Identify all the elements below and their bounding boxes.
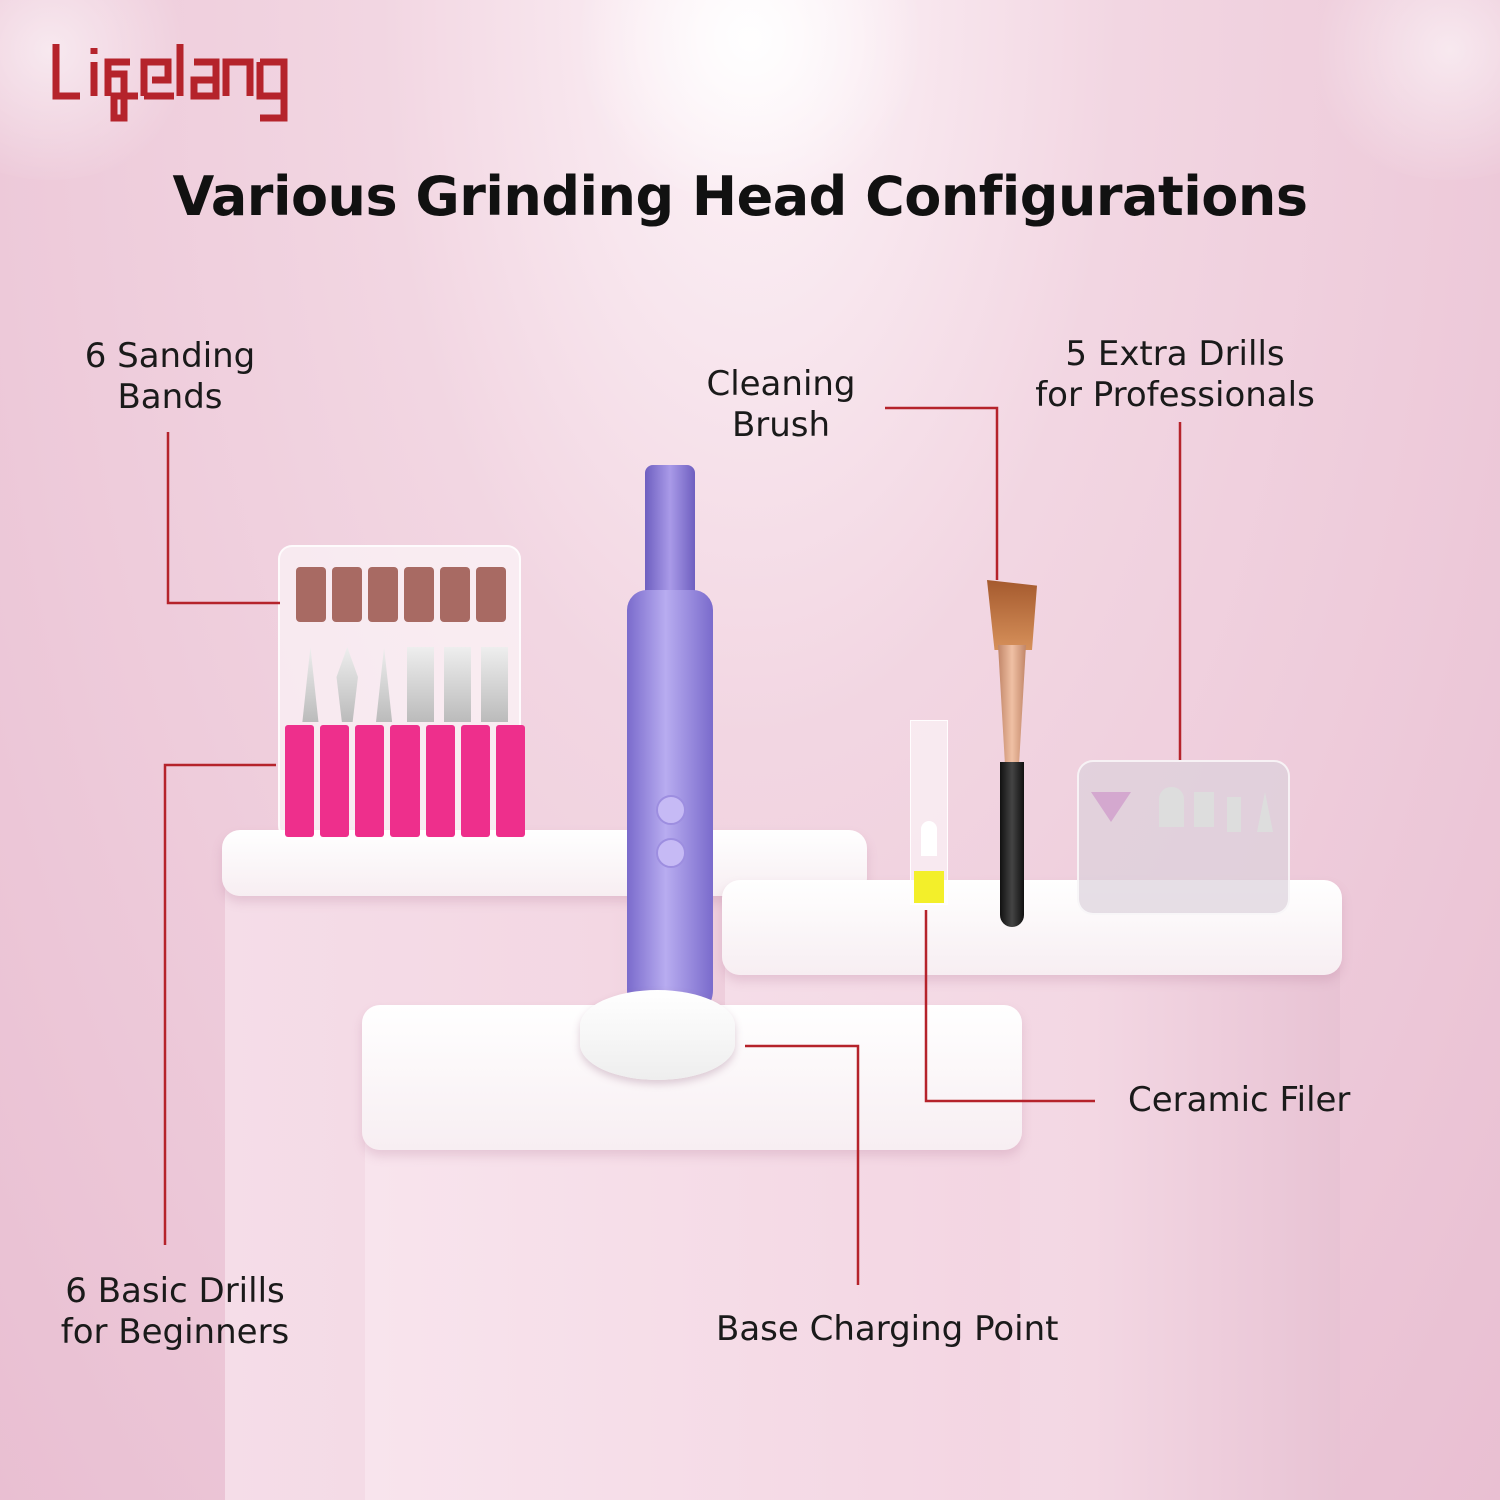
label-line: 6 Sanding — [84, 336, 256, 376]
page-title: Various Grinding Head Configurations — [172, 165, 1308, 228]
drill-pen-tip — [645, 465, 695, 595]
label-line: Cleaning — [706, 364, 856, 404]
ceramic-filer-yellow — [914, 871, 944, 903]
drill-bit — [1227, 797, 1241, 832]
charging-base — [580, 990, 735, 1080]
label-basic-drills: 6 Basic Drills for Beginners — [30, 1271, 320, 1353]
leader-line-ceramic-filer — [924, 910, 1095, 1103]
basic-drill-kit-box — [278, 545, 525, 840]
brush-handle — [1000, 762, 1024, 927]
professional-drill-box — [1077, 760, 1290, 915]
label-line: for Professionals — [1035, 375, 1315, 415]
ceramic-bit — [921, 821, 937, 856]
leader-line-sanding-bands — [166, 432, 280, 605]
label-line: Brush — [731, 405, 831, 445]
brush-bristles — [987, 580, 1037, 650]
leader-line-cleaning-brush — [885, 406, 999, 580]
label-cleaning-brush: Cleaning Brush — [650, 364, 912, 446]
pink-holders — [285, 725, 525, 837]
label-line: for Beginners — [60, 1312, 290, 1352]
sanding-bands — [296, 567, 506, 622]
drill-bit — [1194, 792, 1214, 827]
label-line: 6 Basic Drills — [65, 1271, 285, 1311]
pedestal-front — [365, 1110, 1020, 1500]
label-line: 5 Extra Drills — [1065, 334, 1285, 374]
label-extra-drills: 5 Extra Drills for Professionals — [1010, 334, 1340, 416]
label-ceramic-filer: Ceramic Filer — [1128, 1080, 1351, 1120]
drill-bit — [1159, 787, 1184, 827]
drill-pen-body — [627, 590, 713, 1020]
leader-line-basic-drills — [163, 763, 276, 1245]
speed-button — [656, 838, 686, 868]
basic-drill-bits — [285, 647, 520, 722]
label-base-charging-point: Base Charging Point — [716, 1309, 1059, 1349]
ceramic-filer-case — [910, 720, 948, 905]
label-line: Bands — [117, 377, 223, 417]
power-button — [656, 795, 686, 825]
label-sanding-bands: 6 Sanding Bands — [40, 336, 300, 418]
lifelong-logo — [52, 44, 288, 122]
leader-line-base-charging — [745, 1044, 860, 1285]
